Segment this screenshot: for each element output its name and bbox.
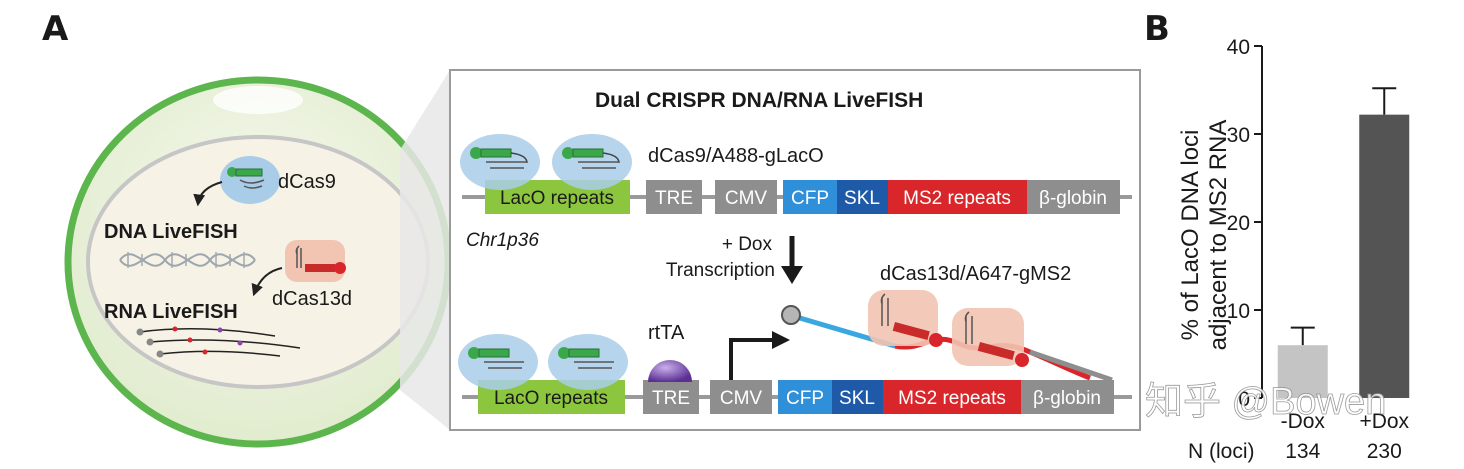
dcas9-probe-label: dCas9/A488-gLacO xyxy=(648,145,824,167)
y-tick-label: 20 xyxy=(1227,212,1250,235)
x-category-label: +Dox xyxy=(1359,410,1409,433)
dcas9-probe-icon xyxy=(548,334,628,390)
y-tick-label: 40 xyxy=(1227,36,1250,59)
dna-construct-upper: LacO repeats TRE CMV CFP SKL MS2 repeats… xyxy=(460,134,1132,251)
rtta-icon xyxy=(648,360,692,382)
cfp-label-upper: CFP xyxy=(791,188,829,209)
dcas9-probe-icon xyxy=(458,334,538,390)
cfp-label-lower: CFP xyxy=(786,388,824,409)
laco-label-lower: LacO repeats xyxy=(494,388,608,409)
n-loci-label: N (loci) xyxy=(1188,440,1255,463)
tss-arrowhead xyxy=(772,331,790,349)
dox-label: + Dox xyxy=(722,234,773,255)
tre-label-lower: TRE xyxy=(652,388,690,409)
rna-livefish-label: RNA LiveFISH xyxy=(104,301,238,323)
cmv-label-lower: CMV xyxy=(720,388,763,409)
watermark: 知乎 @Bowen xyxy=(1145,381,1386,423)
skl-label-upper: SKL xyxy=(844,188,880,209)
transcription-label: Transcription xyxy=(666,260,775,281)
cell-dcas9-label: dCas9 xyxy=(278,171,336,193)
y-tick-label: 0 xyxy=(1238,388,1250,411)
rna-strands-icon xyxy=(136,326,301,358)
bar-minus-dox xyxy=(1277,345,1328,398)
panel-a-letter: A xyxy=(42,9,69,49)
dcas13d-probe-icon xyxy=(868,290,943,347)
y-axis-title: % of LacO DNA loci adjacent to MS2 RNA xyxy=(1177,120,1232,351)
y-tick-label: 30 xyxy=(1227,124,1250,147)
n-loci-value: 134 xyxy=(1285,440,1320,463)
dna-livefish-label: DNA LiveFISH xyxy=(104,221,238,243)
dcas9-probe-icon xyxy=(460,134,540,190)
n-loci-value: 230 xyxy=(1367,440,1402,463)
skl-label-lower: SKL xyxy=(839,388,875,409)
dcas9-arrow xyxy=(193,181,223,207)
tss-arrow xyxy=(729,338,775,380)
dna-helix-icon xyxy=(119,252,256,268)
cell-highlight xyxy=(213,86,303,114)
globin-label-lower: β-globin xyxy=(1033,388,1101,409)
dcas13d-arrow xyxy=(251,267,283,297)
cell-illustration: dCas9 DNA LiveFISH dCas13d RNA LiveFISH xyxy=(64,76,452,448)
y-tick-label: 10 xyxy=(1227,300,1250,323)
cmv-label-upper: CMV xyxy=(725,188,768,209)
y-axis-title-line1: % of LacO DNA loci xyxy=(1177,130,1204,341)
panel-b-letter: B xyxy=(1144,9,1170,49)
cell-dcas13d-label: dCas13d xyxy=(272,288,352,310)
dcas9-icon xyxy=(220,156,280,204)
dcas13d-icon xyxy=(285,240,346,282)
y-axis-title-line2: adjacent to MS2 RNA xyxy=(1205,120,1232,351)
tre-label-upper: TRE xyxy=(655,188,693,209)
dcas13d-probe-label: dCas13d/A647-gMS2 xyxy=(880,263,1071,285)
rtta-label: rtTA xyxy=(648,322,685,344)
x-category-label: -Dox xyxy=(1281,410,1326,433)
globin-label-upper: β-globin xyxy=(1039,188,1107,209)
bar-chart: 0 10 20 30 40 -Dox 134 +Dox 230 xyxy=(1227,36,1410,463)
zoom-wedge xyxy=(400,70,450,430)
dox-arrow xyxy=(781,236,803,284)
construct-title: Dual CRISPR DNA/RNA LiveFISH xyxy=(595,89,923,112)
dcas13d-probe-icon xyxy=(952,308,1029,367)
locus-label: Chr1p36 xyxy=(466,230,539,251)
ms2-label-upper: MS2 repeats xyxy=(903,188,1011,209)
ms2-label-lower: MS2 repeats xyxy=(898,388,1006,409)
dna-construct-lower: LacO repeats TRE CMV CFP SKL MS2 repeats… xyxy=(458,290,1132,414)
dcas9-probe-icon xyxy=(552,134,632,190)
laco-label-upper: LacO repeats xyxy=(500,188,614,209)
bar-plus-dox xyxy=(1359,114,1410,398)
